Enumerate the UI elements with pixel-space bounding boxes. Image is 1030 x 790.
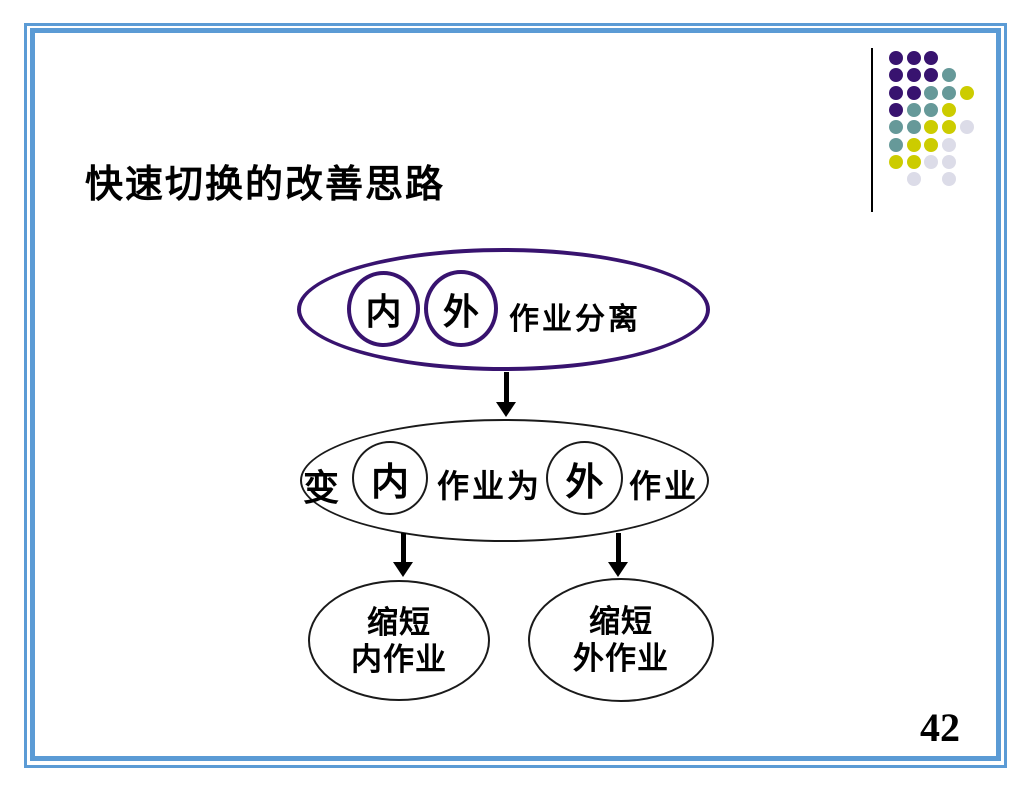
down-arrow-2-shaft — [401, 533, 406, 563]
dot-grid-decoration — [889, 51, 984, 196]
top-inner-circle: 内 — [347, 271, 420, 347]
decor-dot — [906, 172, 921, 187]
slide-title: 快速切换的改善思路 — [85, 164, 446, 206]
vertical-line-decoration — [871, 48, 873, 212]
decor-dot — [942, 120, 957, 135]
decor-dot — [959, 85, 974, 100]
middle-suffix-label: 作业 — [629, 468, 700, 504]
decor-dot — [924, 51, 939, 65]
slide-border-inner — [30, 28, 1001, 761]
decor-dot — [889, 68, 903, 83]
bottom-left-line2: 内作业 — [351, 641, 447, 677]
decor-dot — [924, 154, 939, 169]
decor-dot — [942, 102, 957, 117]
down-arrow-1-head-icon — [496, 402, 516, 417]
decor-dot — [889, 120, 903, 135]
decor-dot — [889, 85, 903, 100]
decor-dot — [942, 68, 957, 83]
decor-dot — [924, 102, 939, 117]
down-arrow-1-shaft — [504, 372, 509, 403]
page-number: 42 — [920, 705, 960, 750]
decor-dot — [959, 120, 974, 135]
decor-dot — [924, 68, 939, 83]
decor-dot — [942, 172, 957, 187]
bottom-left-line1: 缩短 — [367, 604, 431, 640]
bottom-right-ellipse: 缩短 外作业 — [528, 578, 714, 702]
slide-border-outer — [24, 23, 1007, 768]
decor-dot — [924, 120, 939, 135]
decor-dot — [942, 154, 957, 169]
decor-dot — [889, 154, 903, 169]
bottom-right-line1: 缩短 — [589, 604, 653, 639]
middle-outer-circle: 外 — [546, 441, 623, 515]
top-outer-circle: 外 — [424, 270, 498, 347]
decor-dot — [906, 154, 921, 169]
bottom-right-line2: 外作业 — [573, 641, 669, 676]
middle-prefix-label: 变 — [303, 467, 340, 508]
down-arrow-2-head-icon — [393, 562, 413, 577]
bottom-left-ellipse: 缩短 内作业 — [308, 580, 490, 701]
decor-dot — [906, 102, 921, 117]
decor-dot — [942, 137, 957, 152]
down-arrow-3-shaft — [616, 533, 621, 563]
decor-dot — [906, 120, 921, 135]
decor-dot — [906, 137, 921, 152]
decor-dot — [942, 85, 957, 100]
decor-dot — [906, 68, 921, 83]
middle-between-label: 作业为 — [437, 468, 543, 504]
middle-inner-circle: 内 — [352, 441, 428, 515]
decor-dot — [906, 51, 921, 65]
decor-dot — [889, 51, 903, 65]
down-arrow-3-head-icon — [608, 562, 628, 577]
top-ellipse-label: 作业分离 — [509, 303, 641, 336]
decor-dot — [906, 85, 921, 100]
decor-dot — [924, 137, 939, 152]
decor-dot — [924, 85, 939, 100]
decor-dot — [889, 137, 903, 152]
decor-dot — [889, 102, 903, 117]
